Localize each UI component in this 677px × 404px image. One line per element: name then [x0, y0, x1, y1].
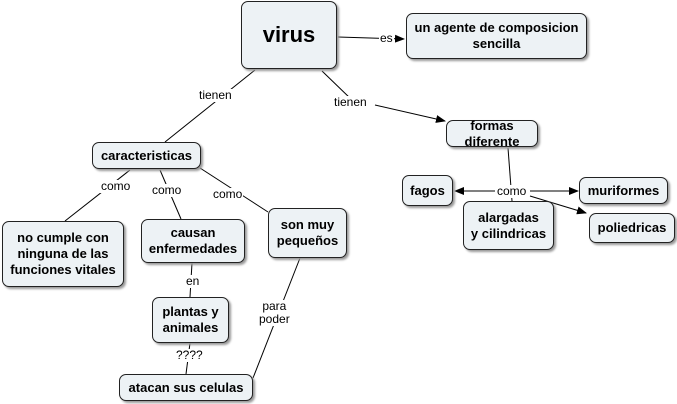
arrow-agente [337, 34, 405, 43]
node-pequenos[interactable]: son muy pequeños [268, 208, 347, 258]
link-label-tienen: tienen [333, 95, 368, 109]
node-nocumple[interactable]: no cumple con ninguna de las funciones v… [2, 221, 124, 287]
link-label-es: es [379, 31, 394, 45]
node-atacan[interactable]: atacan sus celulas [119, 374, 253, 401]
arrow-formas [374, 104, 446, 123]
node-muriformes[interactable]: muriformes [579, 177, 668, 204]
link-label-en: en [185, 274, 201, 288]
node-poliedricas[interactable]: poliedricas [589, 213, 675, 243]
link-label-como: como [496, 184, 528, 198]
link-label-como: como [212, 187, 244, 201]
node-causan[interactable]: causan enfermedades [141, 219, 245, 263]
node-fagos[interactable]: fagos [402, 175, 453, 206]
node-agente[interactable]: un agente de composicion sencilla [406, 13, 587, 59]
line-nocumple [64, 169, 131, 222]
node-virus[interactable]: virus [241, 1, 337, 69]
link-label-tienen: tienen [198, 88, 233, 102]
line-virus-tienen [321, 70, 353, 101]
link-label-para-poder: para poder [258, 299, 291, 326]
link-label-como: como [100, 179, 132, 193]
node-alargadas[interactable]: alargadas y cilindricas [463, 201, 554, 250]
arrow-poliedricas [529, 195, 587, 215]
node-caracteristicas[interactable]: caracteristicas [92, 142, 201, 169]
line-virus-caracteristicas [164, 69, 256, 143]
node-plantas[interactable]: plantas y animales [152, 297, 229, 343]
node-formas[interactable]: formas diferente [446, 118, 538, 149]
link-label-como: como [151, 183, 183, 197]
link-label-unknown: ???? [175, 348, 204, 362]
